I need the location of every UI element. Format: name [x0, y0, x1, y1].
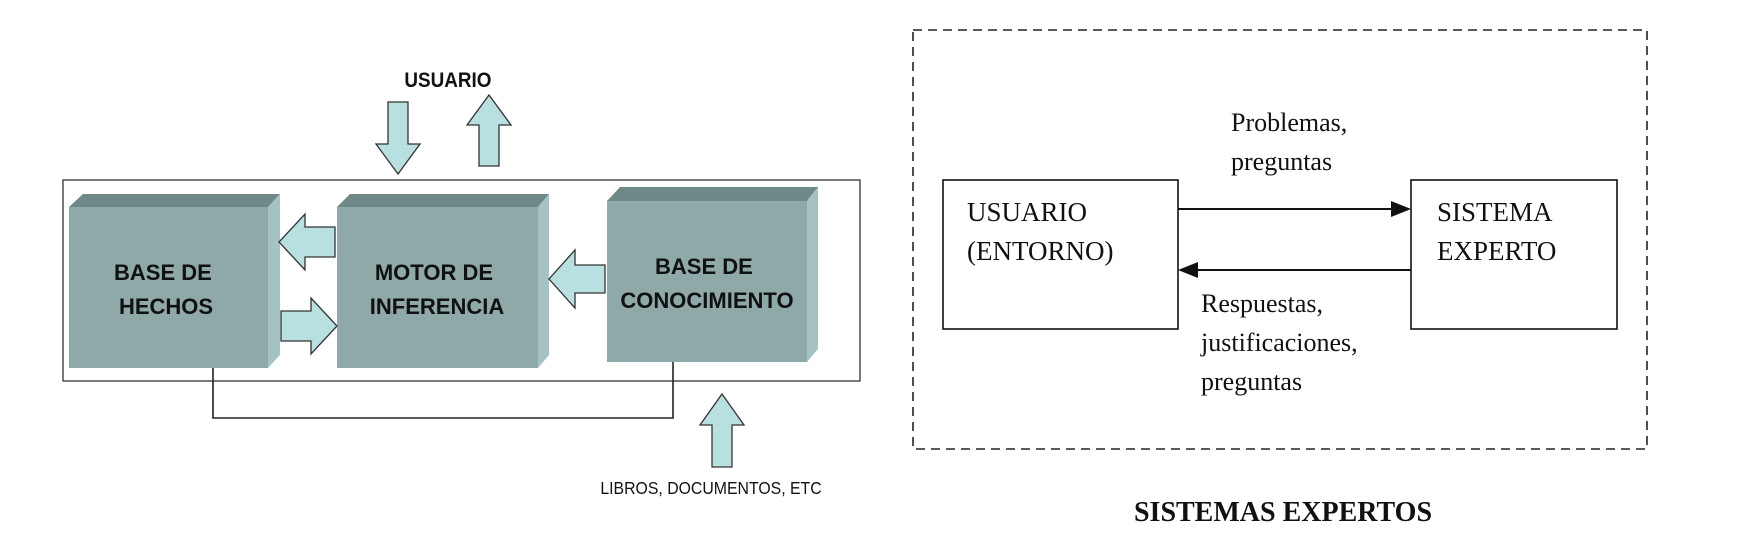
user-label: USUARIO: [404, 69, 491, 92]
sources-label: LIBROS, DOCUMENTOS, ETC: [600, 478, 821, 498]
sistema-experto-box: [1410, 179, 1618, 330]
sistema-box-line1: SISTEMA: [1437, 197, 1553, 227]
dashed-frame: [912, 29, 1648, 450]
left-diagram: USUARIO BASE DE HECHOS MOTOR DE INFERENC…: [62, 69, 861, 498]
base-hechos-face: [69, 207, 268, 368]
svg-text:BASE DE CONOCIMIENTO: BASE DE CONOCIMIENTO: [620, 254, 793, 313]
svg-text:BASE DE HECHOS: BASE DE HECHOS: [114, 260, 218, 319]
base-conocimiento-top: [607, 187, 818, 201]
base-conocimiento-side: [807, 187, 818, 362]
hechos-to-motor-arrow: [280, 296, 338, 356]
motor-to-hechos-arrow: [278, 212, 336, 272]
motor-inferencia-face: [337, 207, 538, 368]
motor-inferencia-line2: INFERENCIA: [370, 294, 505, 319]
request-label-line1: Problemas,: [1231, 108, 1347, 137]
usuario-box-line1: USUARIO: [967, 197, 1087, 227]
motor-inferencia-top: [337, 194, 549, 207]
base-hechos-side: [268, 194, 280, 368]
bottom-connector-line: [212, 362, 674, 419]
svg-text:MOTOR DE INFERENCIA: MOTOR DE INFERENCIA: [370, 260, 505, 319]
sources-up-arrow: [698, 392, 746, 468]
base-hechos-block: BASE DE HECHOS: [69, 194, 280, 368]
figure-caption: SISTEMAS EXPERTOS: [1134, 497, 1432, 528]
motor-inferencia-block: MOTOR DE INFERENCIA: [337, 194, 549, 368]
response-label-line1: Respuestas,: [1201, 289, 1323, 318]
request-label-line2: preguntas: [1231, 147, 1332, 176]
motor-inferencia-side: [538, 194, 549, 368]
right-diagram: USUARIO (ENTORNO) SISTEMA EXPERTO Proble…: [912, 29, 1648, 528]
svg-text:SISTEMA EXPERTO: SISTEMA EXPERTO: [1437, 197, 1558, 266]
base-conocimiento-line1: BASE DE: [655, 254, 753, 279]
user-output-up-arrow: [465, 93, 513, 167]
base-conocimiento-line2: CONOCIMIENTO: [620, 288, 793, 313]
svg-text:Respuestas, justificacio: Respuestas, justificaciones, preguntas: [1200, 289, 1364, 396]
usuario-box: [942, 179, 1179, 330]
system-frame: [62, 179, 861, 382]
request-arrowhead: [1391, 201, 1411, 217]
base-conocimiento-block: BASE DE CONOCIMIENTO: [607, 187, 818, 362]
user-input-down-arrow: [374, 101, 422, 176]
sistema-box-line2: EXPERTO: [1437, 236, 1556, 266]
base-conocimiento-face: [607, 201, 807, 362]
response-arrowhead: [1178, 262, 1198, 278]
base-hechos-line2: HECHOS: [119, 294, 213, 319]
motor-inferencia-line1: MOTOR DE: [375, 260, 493, 285]
svg-text:USUARIO (ENTORNO): USUARIO (ENTORNO): [967, 197, 1113, 266]
usuario-box-line2: (ENTORNO): [967, 236, 1113, 266]
response-label-line2: justificaciones,: [1200, 328, 1358, 357]
conocimiento-to-motor-arrow: [548, 248, 606, 310]
base-hechos-line1: BASE DE: [114, 260, 212, 285]
response-label-line3: preguntas: [1201, 367, 1302, 396]
svg-text:Problemas, preguntas: Problemas, preguntas: [1231, 108, 1354, 176]
base-hechos-top: [69, 194, 280, 207]
